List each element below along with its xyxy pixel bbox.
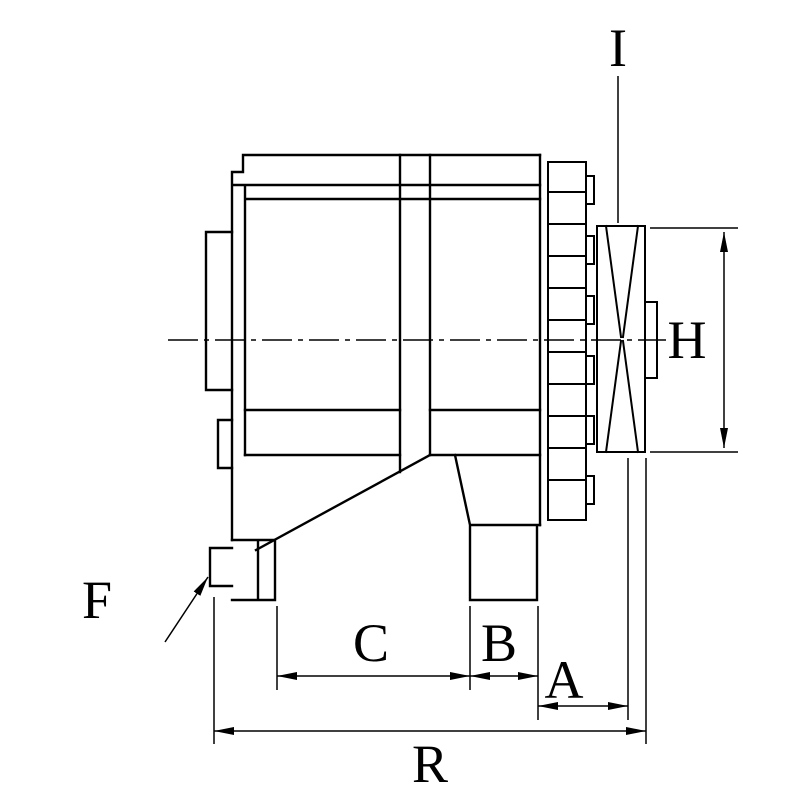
right-foot [453,453,542,602]
label-h: H [668,310,707,370]
pulley [596,224,658,454]
label-b: B [481,613,517,673]
label-i: I [609,18,627,78]
left-foot [230,538,277,602]
pulley-outline [596,225,646,453]
label-a: A [545,650,584,710]
body-horizontals [243,408,542,457]
fan-ribs [547,191,587,481]
fan-outline [547,161,587,521]
fixing-boss [208,546,234,588]
pulley-groove [604,224,640,454]
body-top-band [230,153,542,542]
label-r: R [412,734,448,794]
fan-section [547,161,595,521]
leader-line-f [164,576,209,643]
fan-teeth [585,175,595,505]
body-diagonal-left [254,453,432,552]
alternator-body [204,153,542,602]
dimensions [164,76,738,744]
label-f: F [82,570,112,630]
dimension-labels: I H F C B A R [82,18,707,794]
extension-lines-bottom [213,458,647,744]
extension-lines-h [650,227,738,453]
mounting-lug-lower [216,418,234,470]
center-flange [398,153,432,474]
mounting-lug-upper [204,230,234,392]
label-c: C [353,613,389,673]
